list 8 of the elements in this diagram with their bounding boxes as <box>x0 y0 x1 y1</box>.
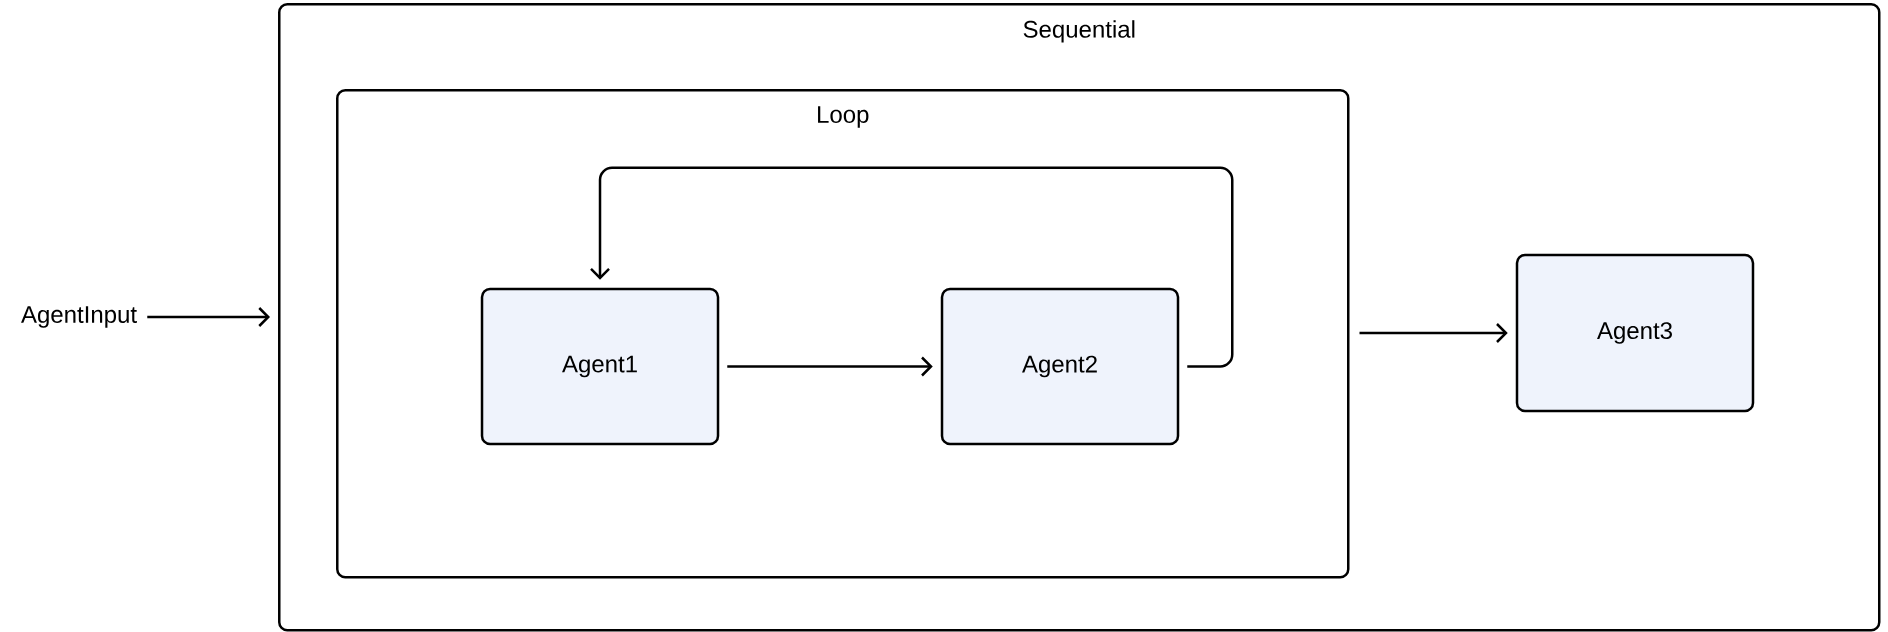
arrow <box>727 356 933 377</box>
agent-box: Agent3 <box>1515 253 1755 413</box>
arrow <box>147 307 270 327</box>
arrow <box>590 166 1234 368</box>
arrow <box>1359 323 1508 343</box>
agent-box: Agent1 <box>480 287 720 446</box>
agent-box: Agent2 <box>940 287 1180 446</box>
input-label: AgentInput <box>21 306 137 328</box>
